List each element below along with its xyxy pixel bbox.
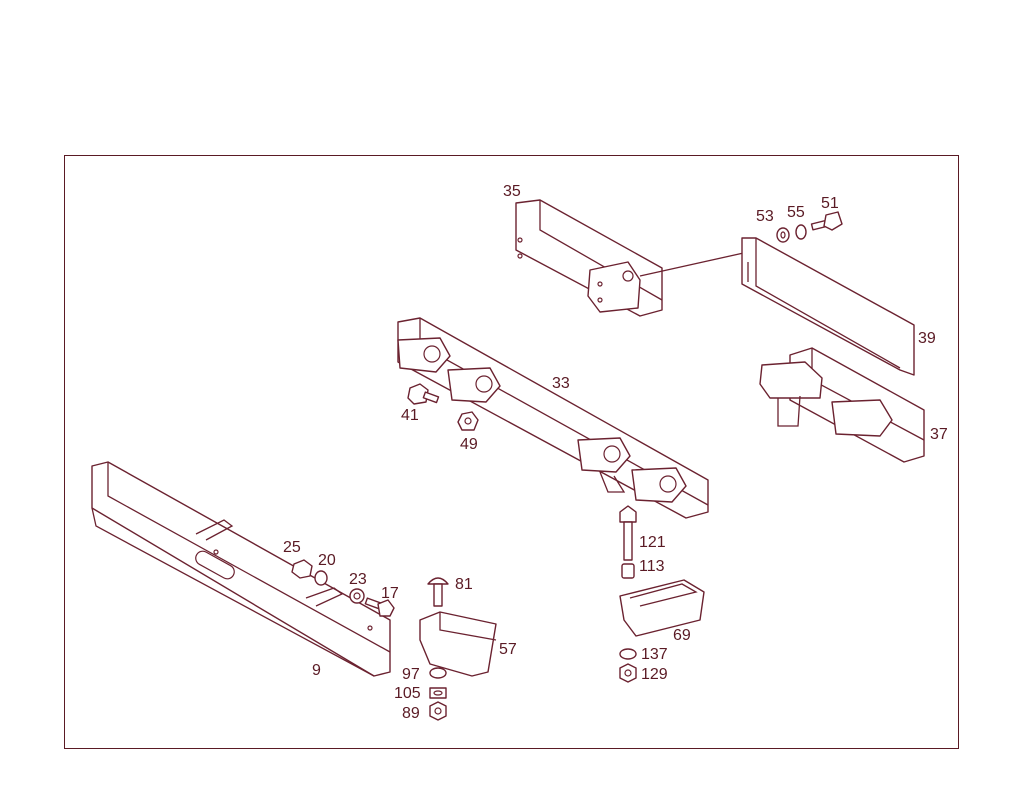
label-39: 39 — [918, 330, 936, 347]
label-17: 17 — [381, 585, 399, 602]
part-113-sleeve[interactable] — [621, 563, 635, 579]
part-37-bracket[interactable] — [759, 347, 925, 463]
part-69-block[interactable] — [619, 579, 705, 637]
part-35-bracket[interactable] — [515, 199, 749, 317]
part-17-bolt[interactable] — [364, 597, 395, 617]
part-137-washer[interactable] — [619, 648, 637, 660]
part-129-nut[interactable] — [619, 663, 637, 683]
part-23-washer[interactable] — [349, 588, 365, 604]
part-49-nut[interactable] — [457, 411, 479, 431]
label-55: 55 — [787, 204, 805, 221]
part-33-cross-member[interactable] — [397, 317, 709, 519]
part-57-block[interactable] — [419, 611, 497, 677]
diagram-frame — [64, 155, 959, 749]
label-49: 49 — [460, 436, 478, 453]
label-89: 89 — [402, 705, 420, 722]
label-37: 37 — [930, 426, 948, 443]
label-105: 105 — [394, 685, 421, 702]
label-57: 57 — [499, 641, 517, 658]
label-23: 23 — [349, 571, 367, 588]
part-121-bolt[interactable] — [619, 505, 637, 561]
label-69: 69 — [673, 627, 691, 644]
part-97-washer[interactable] — [429, 667, 447, 679]
part-55-lock-washer[interactable] — [795, 224, 807, 240]
label-97: 97 — [402, 666, 420, 683]
label-81: 81 — [455, 576, 473, 593]
label-9: 9 — [312, 662, 321, 679]
part-81-bolt[interactable] — [427, 577, 449, 607]
part-9-bumper[interactable] — [91, 461, 391, 677]
part-53-washer[interactable] — [776, 227, 790, 243]
label-129: 129 — [641, 666, 668, 683]
label-53: 53 — [756, 208, 774, 225]
part-20-washer[interactable] — [314, 570, 328, 586]
label-20: 20 — [318, 552, 336, 569]
label-35: 35 — [503, 183, 521, 200]
part-51-bolt[interactable] — [810, 211, 843, 231]
label-121: 121 — [639, 534, 666, 551]
label-25: 25 — [283, 539, 301, 556]
label-41: 41 — [401, 407, 419, 424]
part-39-strap[interactable] — [741, 237, 915, 376]
label-51: 51 — [821, 195, 839, 212]
part-105-spacer[interactable] — [429, 687, 447, 699]
part-89-nut[interactable] — [429, 701, 447, 721]
label-113: 113 — [639, 558, 665, 575]
label-33: 33 — [552, 375, 570, 392]
label-137: 137 — [641, 646, 668, 663]
part-25-nut[interactable] — [291, 559, 313, 579]
part-41-bolt[interactable] — [407, 383, 440, 405]
